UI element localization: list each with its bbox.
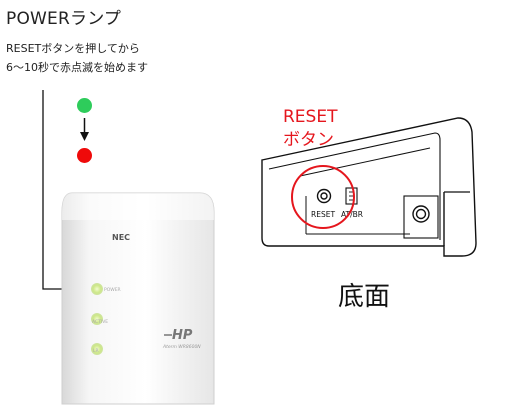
port-label-reset: RESET [311, 210, 335, 219]
reset-callout-line-2: ボタン [283, 130, 334, 150]
reset-callout-line-1: RESET [283, 107, 338, 127]
lr-led [91, 343, 103, 355]
router-model-sub: Aterm WR8600N [162, 344, 201, 350]
led-label-power: POWER [104, 287, 121, 293]
green-lamp-indicator [77, 98, 92, 113]
port-label-atbr: AT/BR [341, 210, 363, 219]
active-led [91, 313, 103, 325]
router-device: NEC POWER ACTIVE LR HP Aterm WR8600N [61, 192, 215, 405]
arrow-down-icon [80, 118, 89, 141]
red-lamp-indicator [77, 148, 92, 163]
description-line-2: 6～10秒で赤点滅を始めます [6, 61, 148, 74]
led-label-active: ACTIVE [92, 319, 108, 325]
bottom-view-caption: 底面 [338, 282, 391, 312]
led-label-lr: LR [93, 348, 99, 354]
power-lamp-title: POWERランプ [6, 9, 122, 29]
reset-highlight-circle [291, 165, 355, 229]
description-line-1: RESETボタンを押してから [6, 42, 140, 55]
router-brand: NEC [112, 233, 130, 242]
power-led [91, 283, 103, 295]
router-bottom-view [261, 117, 477, 257]
router-model-logo: HP [172, 328, 193, 343]
